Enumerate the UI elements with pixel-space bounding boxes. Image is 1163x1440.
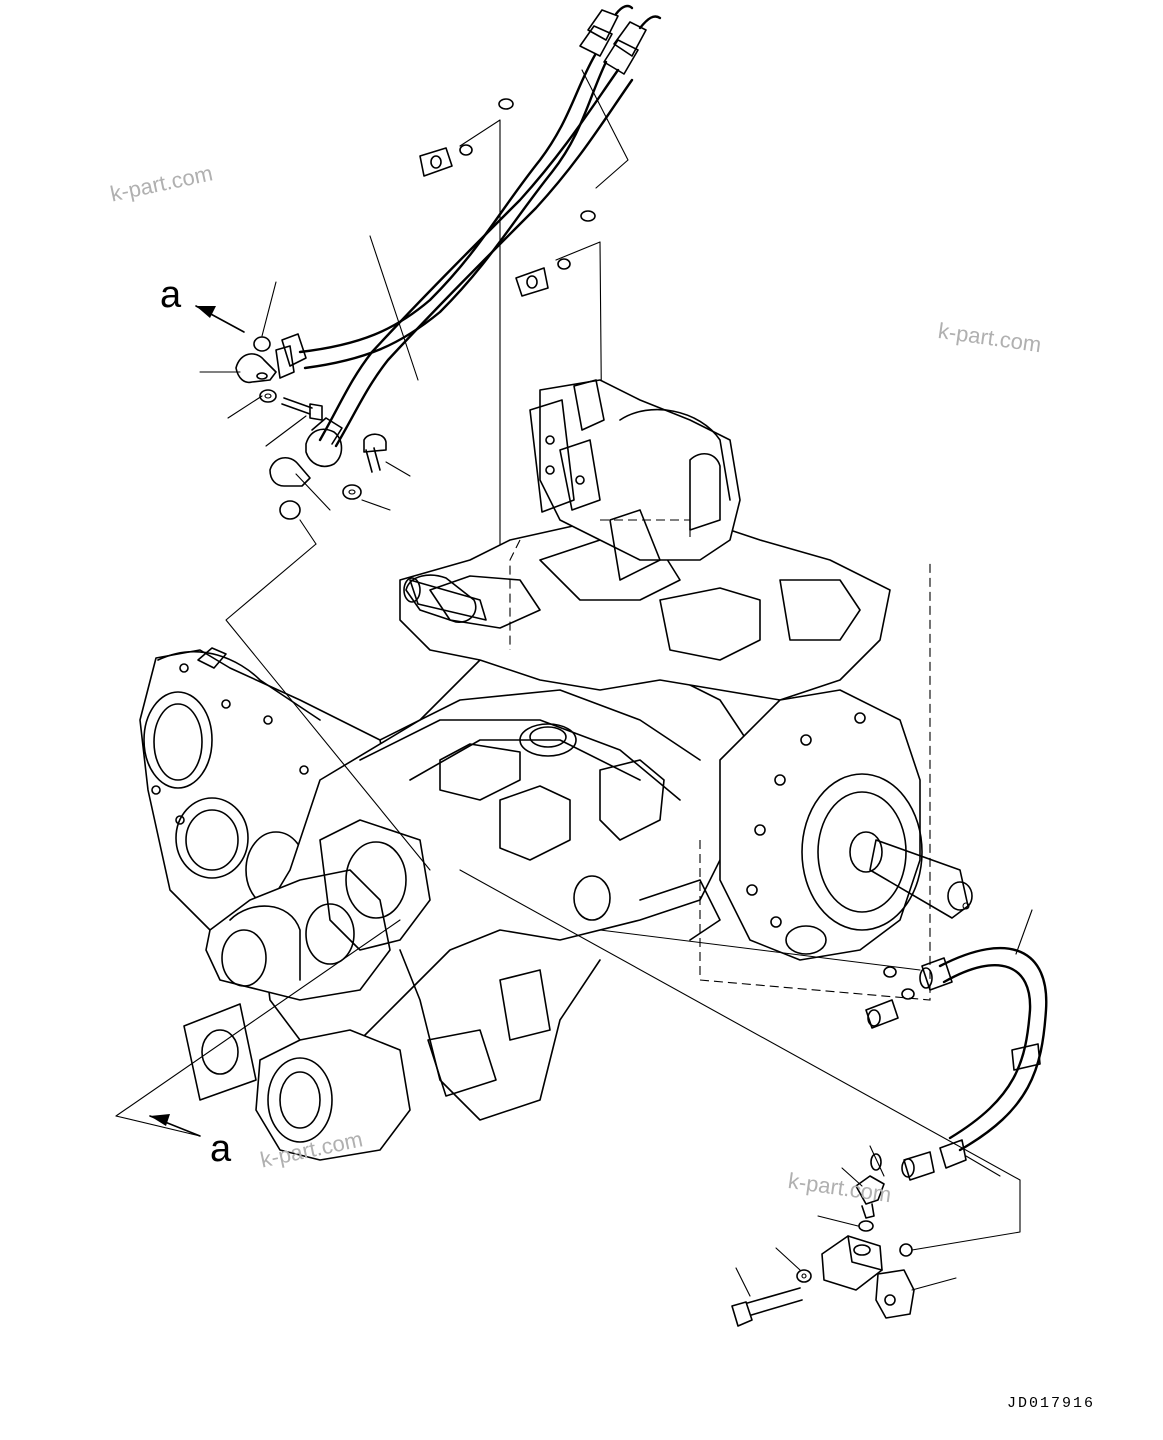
callout-label-upper: a [160,274,182,316]
upper-hose-assembly [199,4,662,701]
callout-label-lower: a [210,1128,232,1170]
callout-arrow-upper [195,305,245,333]
lower-hose-assembly [731,909,1048,1327]
callout-arrow-lower [149,1114,201,1137]
reference-leaders [115,543,1021,1181]
drawing-code: JD017916 [1006,1395,1095,1412]
transmission-housing [139,379,973,1161]
